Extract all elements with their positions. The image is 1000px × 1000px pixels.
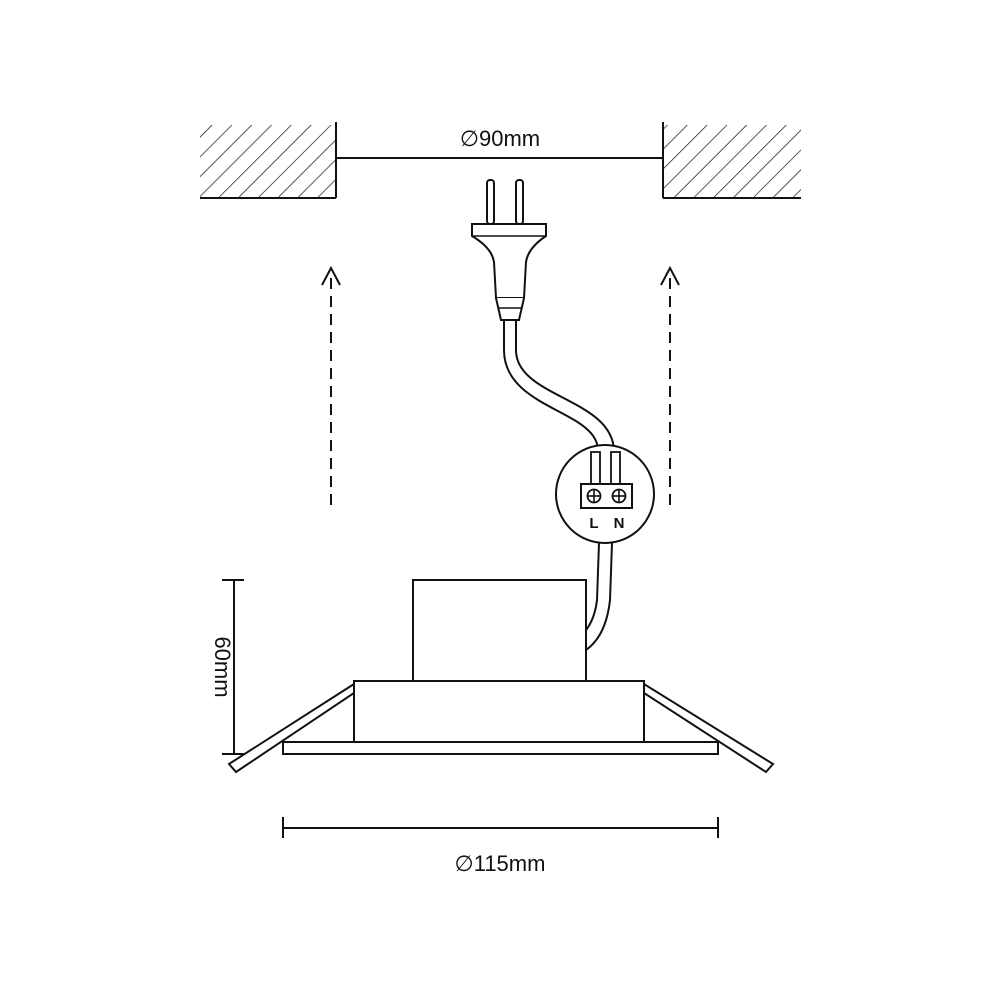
insert-arrow-right <box>660 265 680 505</box>
outer-diameter-dimension <box>282 817 719 838</box>
cutout-diameter-label: ∅90mm <box>460 126 540 151</box>
terminal-block: L N <box>555 444 655 544</box>
height-dimension <box>222 579 244 755</box>
spring-clip-left <box>227 682 355 774</box>
ceiling-right <box>662 122 801 199</box>
cable-upper <box>503 320 615 453</box>
screw-icon-live <box>586 488 602 504</box>
height-label: 60mm <box>210 636 235 697</box>
terminal-label-live: L <box>589 515 598 532</box>
insert-arrow-left <box>321 265 341 505</box>
screw-icon-neutral <box>611 488 627 504</box>
terminal-label-neutral: N <box>614 515 625 532</box>
spring-clip-right <box>643 682 775 774</box>
plug <box>471 179 547 321</box>
ceiling-left <box>200 122 337 199</box>
outer-diameter-label: ∅115mm <box>455 851 546 876</box>
downlight-housing <box>282 579 719 755</box>
